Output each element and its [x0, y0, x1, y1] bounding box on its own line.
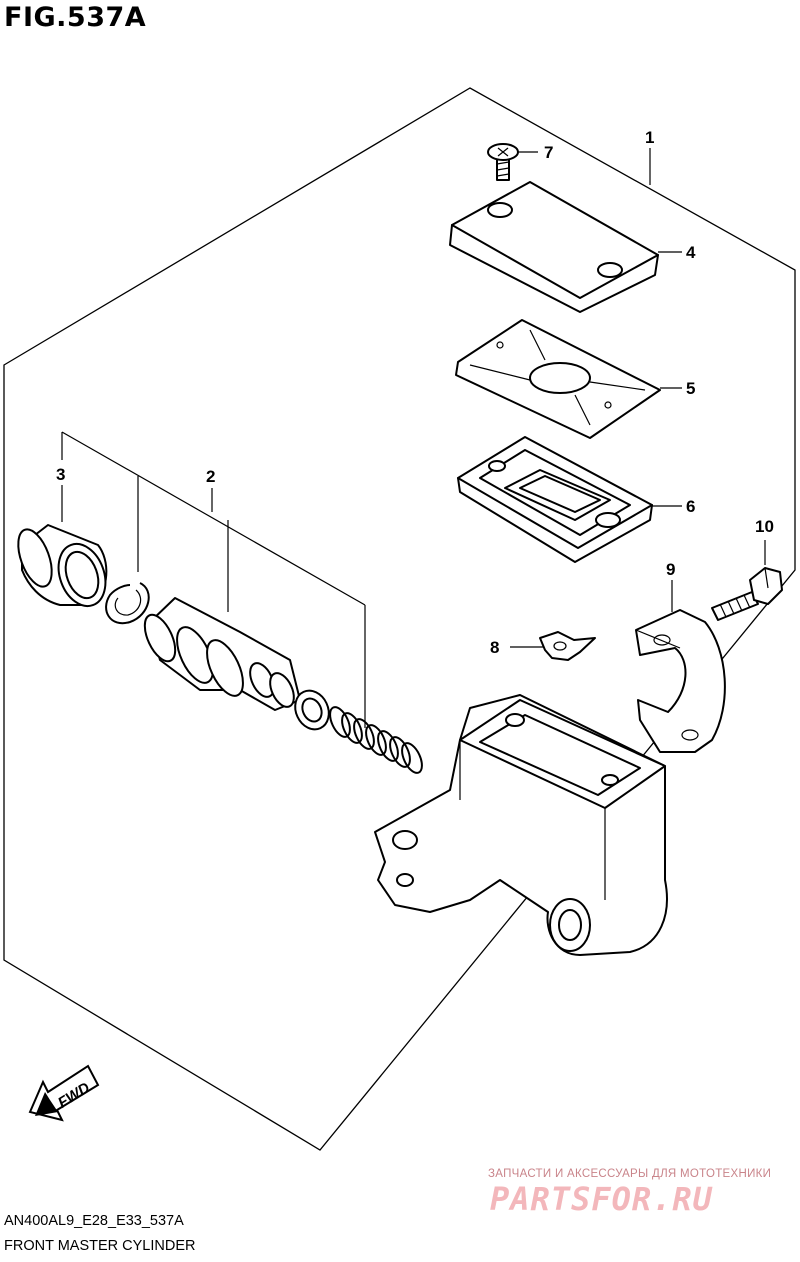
leader-lines: [61, 148, 766, 728]
part-spring: [329, 706, 423, 774]
callout-1: 1: [645, 128, 654, 147]
watermark-logo: PARTSFOR.RU: [490, 1180, 713, 1218]
part-boot-3: [17, 524, 108, 607]
callout-4: 4: [686, 243, 696, 262]
part-piston-assembly-2: [143, 597, 330, 731]
callout-10: 10: [755, 517, 774, 536]
callout-9: 9: [666, 560, 675, 579]
model-code: AN400AL9_E28_E33_537A: [4, 1213, 184, 1229]
kit-boundary-outline: [3, 87, 796, 1151]
figure-caption: FRONT MASTER CYLINDER: [4, 1238, 196, 1254]
callout-8: 8: [490, 638, 499, 657]
part-circlip: [105, 582, 150, 625]
part-screw-7: [487, 143, 519, 181]
callout-5: 5: [686, 379, 695, 398]
callout-7: 7: [544, 143, 553, 162]
callout-6: 6: [686, 497, 695, 516]
callout-numbers: 1 2 3 4 5 6 7 8 9 10: [56, 128, 774, 657]
figure-title: FIG.537A: [4, 2, 147, 33]
callout-2: 2: [206, 467, 215, 486]
part-diaphragm-6: [457, 436, 653, 563]
watermark-tagline: ЗАПЧАСТИ И АКСЕССУАРЫ ДЛЯ МОТОТЕХНИКИ: [488, 1168, 772, 1180]
part-clip-nut-8: [539, 631, 596, 661]
part-master-cylinder-body: [374, 694, 668, 956]
part-bolt-10: [711, 567, 783, 621]
part-diaphragm-plate-5: [455, 319, 661, 439]
part-reservoir-cap-4: [449, 181, 659, 313]
part-clamp-holder-9: [635, 609, 726, 753]
callout-3: 3: [56, 465, 65, 484]
fwd-direction-arrow: FWD: [28, 1064, 100, 1122]
